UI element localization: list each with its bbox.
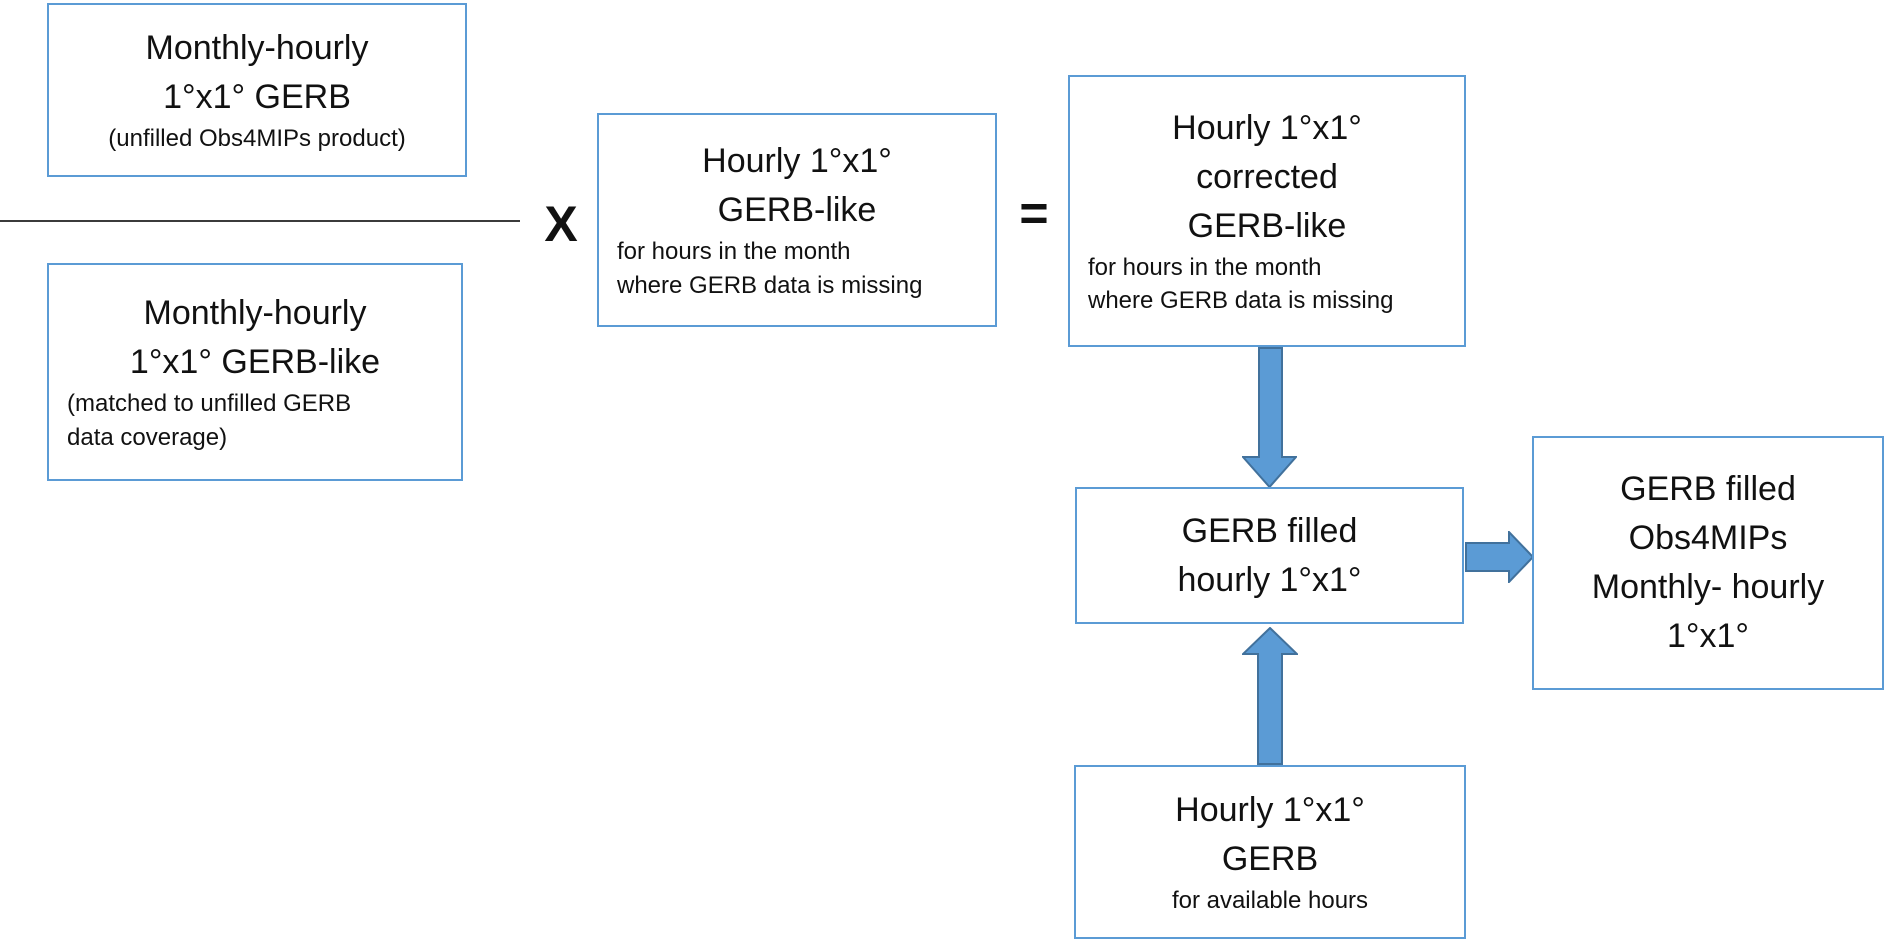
box-monthly-hourly-gerb-like-matched: Monthly-hourly 1°x1° GERB-like (matched … [47, 263, 463, 481]
box-title-line: Obs4MIPs [1628, 519, 1788, 558]
box-note-line: for hours in the month [617, 238, 851, 266]
box-title-line: Hourly 1°x1° [1172, 108, 1362, 147]
box-gerb-filled-hourly: GERB filled hourly 1°x1° [1075, 487, 1464, 624]
box-title-line: GERB filled [1181, 511, 1358, 550]
box-title-line: 1°x1° [1666, 616, 1749, 655]
box-note-line: (unfilled Obs4MIPs product) [108, 125, 406, 153]
box-note-line: where GERB data is missing [1088, 287, 1394, 315]
box-title-line: Monthly-hourly [145, 29, 369, 68]
box-hourly-gerb-like: Hourly 1°x1° GERB-like for hours in the … [597, 113, 997, 327]
box-title-line: GERB [1221, 840, 1319, 879]
box-title-line: Monthly-hourly [143, 294, 367, 333]
equals-operator: = [1019, 185, 1049, 241]
box-title-line: 1°x1° GERB-like [129, 343, 381, 382]
box-title-line: corrected [1196, 157, 1338, 196]
box-title-line: GERB-like [717, 191, 877, 230]
box-monthly-hourly-gerb-unfilled: Monthly-hourly 1°x1° GERB (unfilled Obs4… [47, 3, 467, 177]
box-title-line: hourly 1°x1° [1177, 560, 1362, 599]
box-note-line: for available hours [1171, 887, 1369, 915]
multiply-operator: X [544, 196, 578, 252]
down-arrow-icon [1242, 347, 1297, 488]
fraction-divider-line [0, 220, 520, 222]
up-arrow-icon [1242, 627, 1298, 765]
box-gerb-filled-obs4mips: GERB filled Obs4MIPs Monthly- hourly 1°x… [1532, 436, 1884, 690]
box-title-line: GERB filled [1620, 470, 1796, 509]
box-corrected-gerb-like: Hourly 1°x1° corrected GERB-like for hou… [1068, 75, 1466, 347]
box-hourly-gerb-available: Hourly 1°x1° GERB for available hours [1074, 765, 1466, 939]
box-note-line: data coverage) [67, 423, 228, 451]
box-title-line: Monthly- hourly [1591, 568, 1825, 606]
box-title-line: 1°x1° GERB [163, 78, 351, 117]
box-note-line: where GERB data is missing [617, 271, 923, 299]
box-note-line: (matched to unfilled GERB [67, 390, 352, 418]
box-note-line: for hours in the month [1088, 253, 1322, 281]
box-title-line: GERB-like [1187, 206, 1347, 245]
box-title-line: Hourly 1°x1° [702, 142, 892, 181]
box-title-line: Hourly 1°x1° [1175, 791, 1365, 830]
right-arrow-icon [1465, 531, 1534, 583]
